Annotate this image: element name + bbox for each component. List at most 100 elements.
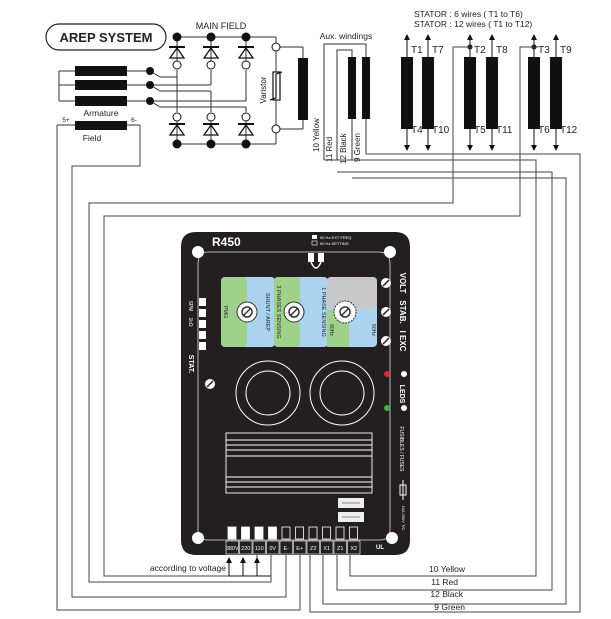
diodes: [168, 32, 281, 149]
stator-terminal-top: T8: [496, 45, 508, 56]
stab-label: STAB.: [398, 300, 407, 323]
pmg-dial-label: PMG: [222, 306, 228, 319]
varistor-label: Varistor: [259, 76, 268, 103]
dial-sensing[interactable]: [283, 301, 305, 323]
terminal-x1[interactable]: X1: [320, 526, 334, 555]
terminal-110[interactable]: 110: [252, 526, 266, 555]
aux-wire-labels: 10 Yellow 11 Red 12 Black 9 Green: [312, 118, 362, 164]
shunt-arep-label: SHUNT / AREP: [264, 293, 270, 331]
terminal-label: 110: [255, 546, 264, 552]
stat-label: STAT.: [187, 355, 194, 373]
node-dot: [241, 139, 251, 149]
volt-potentiometer[interactable]: [381, 278, 391, 288]
stator-terminal-bottom: T5: [474, 125, 486, 136]
terminal-e-[interactable]: E-: [279, 526, 293, 555]
stator-terminal-bottom: T6: [538, 125, 550, 136]
60hz-label: 60Hz: [328, 324, 334, 336]
stator-12-wires-label: STATOR : 12 wires ( T1 to T12): [414, 19, 532, 29]
voltage-arrows: [226, 557, 271, 577]
stator-terminal-top: T1: [411, 45, 423, 56]
stab-potentiometer[interactable]: [381, 307, 391, 317]
dial-frequency[interactable]: [333, 300, 357, 324]
field-label: Field: [83, 133, 102, 143]
node-dot: [172, 139, 182, 149]
stator-terminal-bottom: T4: [411, 125, 423, 136]
armature-coil: [75, 80, 127, 90]
three-phase-sensing-label: 3 PHASES SENSING: [275, 285, 281, 338]
mounting-hole: [384, 246, 396, 258]
fuse[interactable]: [338, 512, 364, 522]
stator-terminal-top: T7: [432, 45, 444, 56]
terminal-label: 0V: [269, 546, 276, 552]
aux-wire-bottom-labels: 10 Yellow 11 Red 12 Black 9 Green: [429, 564, 466, 612]
led-indicator-icon: [401, 371, 407, 377]
terminal-z1[interactable]: Z1: [333, 526, 347, 555]
terminal-circle: [271, 124, 281, 134]
1kohm-label: 1kΩ: [187, 317, 193, 326]
terminal-0v[interactable]: 0V: [266, 526, 280, 555]
node-dot: [241, 32, 251, 42]
terminal-e+[interactable]: E+: [293, 526, 307, 555]
one-phase-sensing-label: 1 PHASE SENSING: [320, 287, 326, 337]
stator-terminal-top: T2: [474, 45, 486, 56]
terminal-circle: [206, 112, 216, 122]
freq-50-label: 50 Hz EXT FREQ: [320, 235, 352, 240]
mounting-hole: [192, 532, 204, 544]
varistor-icon: [269, 71, 283, 101]
node-dot: [206, 139, 216, 149]
field-plus-label: 5+: [62, 117, 70, 124]
terminal-circle: [206, 60, 216, 70]
terminal-circle: [241, 60, 251, 70]
terminal-380v[interactable]: 380V: [225, 526, 239, 555]
aux-windings-label: Aux. windings: [320, 31, 372, 41]
heat-sink: [225, 432, 373, 494]
left-connector-block[interactable]: [199, 298, 206, 350]
led-indicator-icon: [401, 405, 407, 411]
title-text: AREP SYSTEM: [60, 30, 153, 45]
50hz-label: 50Hz: [370, 324, 376, 336]
fuse[interactable]: [338, 498, 364, 508]
fuses-label: FUSIBLES / FUSES: [398, 426, 404, 472]
aux-bottom-green: 9 Green: [434, 602, 465, 612]
model-label: R450: [212, 235, 241, 249]
mounting-hole: [386, 532, 398, 544]
fuse-icon: [399, 484, 407, 496]
terminal-z2[interactable]: Z2: [306, 526, 320, 555]
node-dot: [146, 81, 154, 89]
stator-terminal-bottom: T12: [560, 125, 578, 136]
leds-label: LEDS: [398, 385, 405, 404]
stator-terminal-top: T9: [560, 45, 572, 56]
armature-coil: [75, 96, 127, 106]
node-dot: [146, 97, 154, 105]
terminal-x2[interactable]: X2: [347, 526, 361, 555]
terminal-circle: [241, 112, 251, 122]
spm-label: SPM: [187, 301, 193, 312]
terminal-circle: [172, 60, 182, 70]
stat-potentiometer[interactable]: [205, 379, 215, 389]
terminal-circle: [271, 42, 281, 52]
aux-windings: [323, 43, 370, 160]
terminal-label: E-: [284, 546, 290, 552]
armature-coil: [75, 66, 127, 76]
terminal-label: Z2: [310, 546, 316, 552]
according-to-voltage-label: according to voltage: [150, 563, 226, 573]
dial-pmg-shunt[interactable]: [236, 301, 258, 323]
frequency-jumper[interactable]: [308, 253, 324, 269]
stator-terminal-bottom: T10: [432, 125, 450, 136]
field-coil: [75, 121, 127, 130]
terminal-220[interactable]: 220: [239, 526, 253, 555]
volt-label: VOLT: [398, 273, 407, 294]
iexc-potentiometer[interactable]: [381, 336, 391, 346]
stator-6-wires-label: STATOR : 6 wires ( T1 to T6): [414, 9, 523, 19]
node-dot: [146, 67, 154, 75]
terminal-label: 380V: [226, 546, 239, 552]
armature-label: Armature: [84, 108, 119, 118]
armature-windings: [58, 66, 154, 106]
